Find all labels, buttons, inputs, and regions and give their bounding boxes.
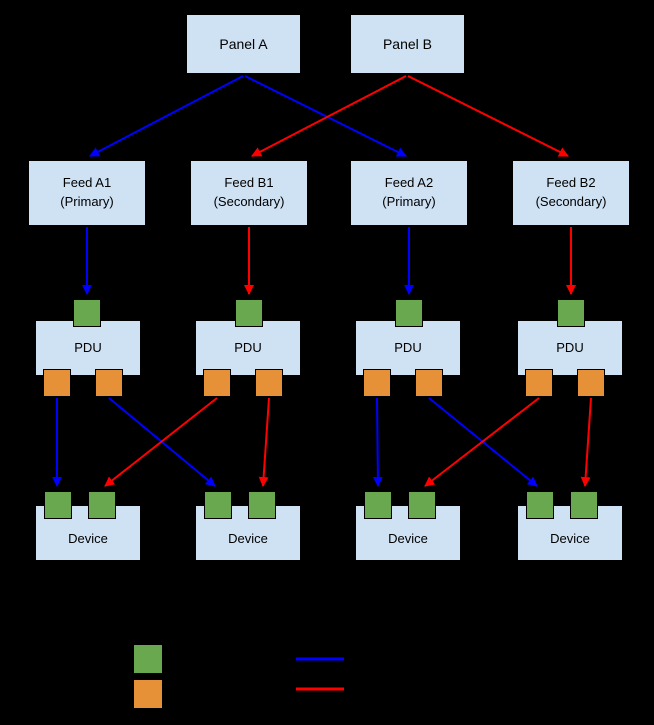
arrow-panel-a-to-feed-a2 — [244, 75, 407, 157]
pdu4-output-port-left — [525, 369, 553, 397]
pdu2-box: PDU — [195, 320, 301, 376]
pdu4-output-port-right — [577, 369, 605, 397]
panel-b-box: Panel B — [350, 14, 465, 74]
pdu2-input-port — [235, 299, 263, 327]
feed-a1-box: Feed A1 (Primary) — [28, 160, 146, 226]
arrow-pdu3-right-to-device4 — [428, 397, 538, 487]
feed-b1-type: (Secondary) — [213, 194, 285, 209]
feed-a2-type: (Primary) — [382, 194, 436, 209]
device1-input-port-left — [44, 491, 72, 519]
pdu2-label: PDU — [234, 339, 262, 355]
feed-b2-type: (Secondary) — [535, 194, 607, 209]
legend-orange-output-swatch — [133, 679, 163, 709]
pdu1-box: PDU — [35, 320, 141, 376]
pdu1-output-port-left — [43, 369, 71, 397]
arrow-pdu2-right-to-device2 — [258, 397, 270, 487]
pdu2-output-port-left — [203, 369, 231, 397]
arrow-panel-a-to-feed-a1 — [89, 75, 244, 157]
pdu1-label: PDU — [74, 339, 102, 355]
feed-a2-name: Feed A2 — [384, 175, 434, 191]
feed-b1-name: Feed B1 — [224, 175, 274, 191]
feed-b2-name: Feed B2 — [546, 175, 596, 191]
arrow-pdu4-left-to-device3 — [424, 397, 540, 487]
device4-input-port-left — [526, 491, 554, 519]
arrow-pdu1-right-to-device2 — [108, 397, 216, 487]
device1-input-port-right — [88, 491, 116, 519]
arrow-panel-b-to-feed-b1 — [251, 75, 407, 157]
device2-input-port-right — [248, 491, 276, 519]
pdu3-label: PDU — [394, 339, 422, 355]
device3-input-port-right — [408, 491, 436, 519]
pdu1-output-port-right — [95, 369, 123, 397]
arrow-panel-b-to-feed-b2 — [407, 75, 569, 157]
panel-a-label: Panel A — [219, 35, 268, 52]
arrow-pdu3-left-to-device3 — [372, 397, 383, 487]
panel-b-label: Panel B — [382, 35, 433, 52]
feed-a1-type: (Primary) — [60, 194, 114, 209]
feed-b2-box: Feed B2 (Secondary) — [512, 160, 630, 226]
pdu3-input-port — [395, 299, 423, 327]
device1-label: Device — [68, 530, 108, 546]
feed-a1-name: Feed A1 — [62, 175, 112, 191]
device2-label: Device — [228, 530, 268, 546]
feed-a2-box: Feed A2 (Primary) — [350, 160, 468, 226]
device3-label: Device — [388, 530, 428, 546]
arrow-pdu4-right-to-device4 — [580, 397, 592, 487]
pdu3-box: PDU — [355, 320, 461, 376]
pdu4-input-port — [557, 299, 585, 327]
pdu3-output-port-left — [363, 369, 391, 397]
panel-a-box: Panel A — [186, 14, 301, 74]
pdu3-output-port-right — [415, 369, 443, 397]
device3-input-port-left — [364, 491, 392, 519]
device4-input-port-right — [570, 491, 598, 519]
pdu4-label: PDU — [556, 339, 584, 355]
pdu2-output-port-right — [255, 369, 283, 397]
feed-b1-box: Feed B1 (Secondary) — [190, 160, 308, 226]
legend-green-input-swatch — [133, 644, 163, 674]
device4-label: Device — [550, 530, 590, 546]
pdu4-box: PDU — [517, 320, 623, 376]
arrow-pdu2-left-to-device1 — [104, 397, 218, 487]
device2-input-port-left — [204, 491, 232, 519]
pdu1-input-port — [73, 299, 101, 327]
